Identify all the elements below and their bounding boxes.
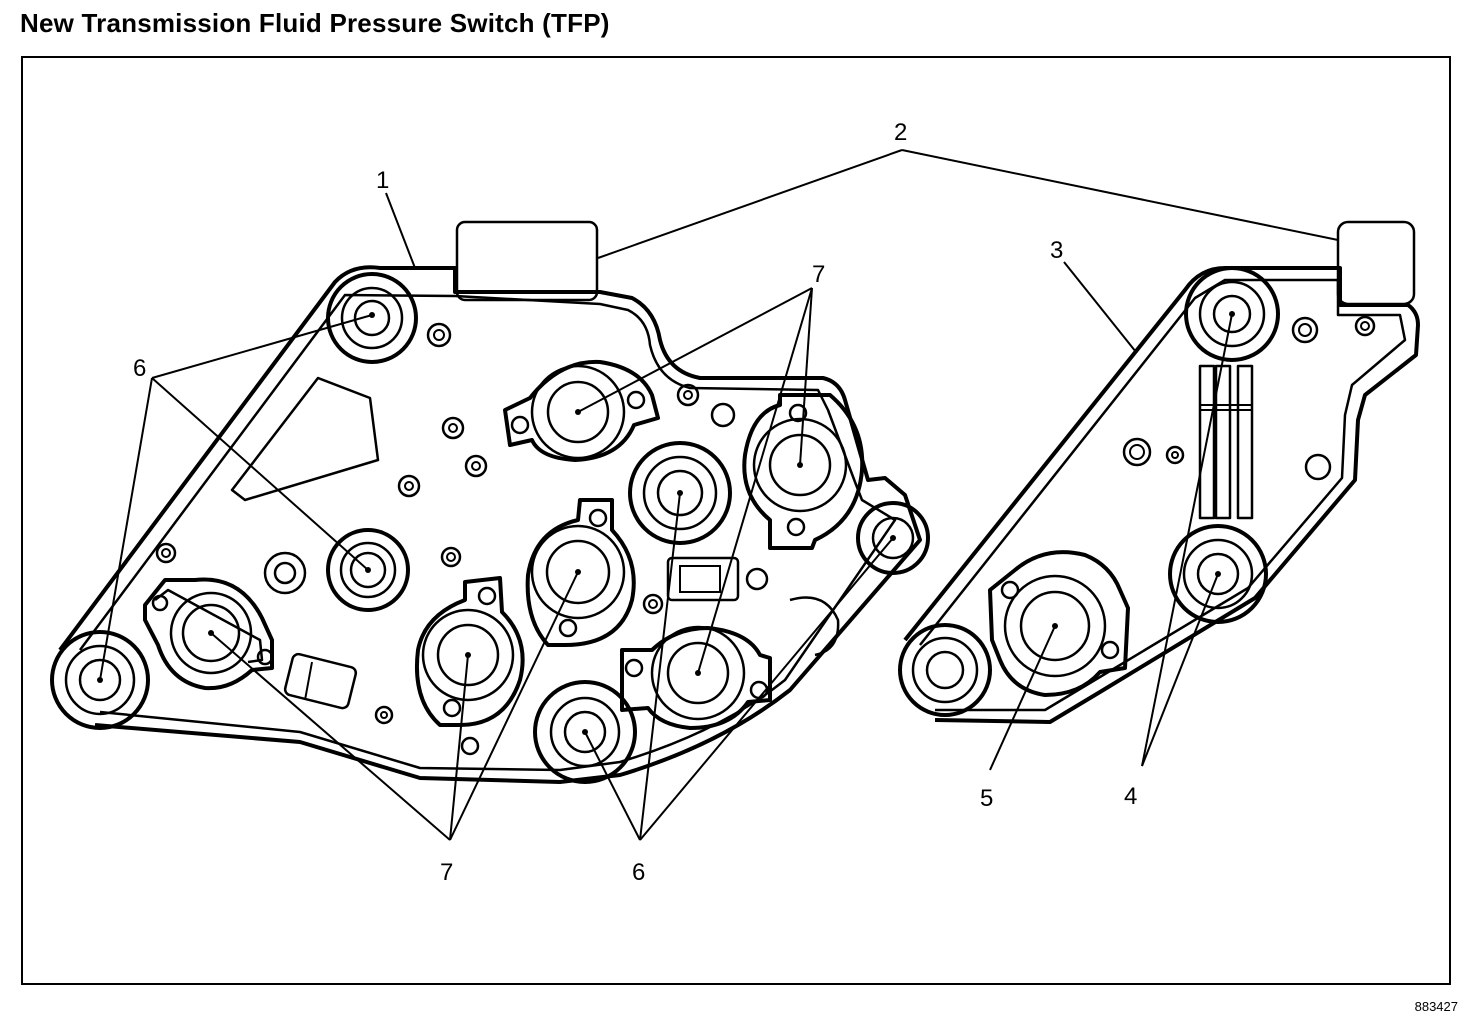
fluid-port-6 (856, 501, 930, 575)
callout-1: 1 (376, 167, 389, 194)
callout-7-lower: 7 (440, 859, 453, 886)
fluid-port-6 (326, 272, 418, 364)
fluid-port-plain (263, 551, 307, 595)
figure-id: 883427 (1414, 999, 1458, 1014)
callout-5: 5 (980, 785, 993, 812)
leader-dots (97, 311, 1235, 735)
pressure-switch-7 (503, 359, 660, 462)
slot (283, 652, 358, 710)
terminal-bars (1198, 364, 1254, 520)
fluid-port-4 (1168, 524, 1268, 624)
pressure-switch-7 (742, 393, 865, 550)
fluid-port-plain (898, 623, 992, 717)
callout-2: 2 (894, 119, 907, 146)
fluid-port-6 (628, 441, 732, 545)
callout-6-lower: 6 (632, 859, 645, 886)
callout-7-upper: 7 (812, 261, 825, 288)
rectangular-pocket (666, 556, 740, 602)
callout-4: 4 (1124, 783, 1137, 810)
pressure-switch-5 (988, 550, 1130, 697)
leader-lines (99, 149, 1339, 841)
callout-3: 3 (1050, 237, 1063, 264)
connector-tab (1336, 220, 1416, 306)
connector-tab (455, 220, 599, 302)
mounting-holes (155, 322, 769, 756)
pressure-switch-7 (143, 577, 274, 691)
pressure-switch-7 (414, 576, 525, 727)
pressure-switch-7 (525, 498, 636, 647)
callout-6-upper: 6 (133, 355, 146, 382)
fluid-port-6 (326, 528, 410, 612)
fluid-port-6 (50, 630, 150, 730)
page-title: New Transmission Fluid Pressure Switch (… (20, 8, 610, 38)
diagram-frame (21, 56, 1451, 985)
fluid-port-6 (533, 680, 637, 784)
small-tfp-switch-body (898, 220, 1420, 724)
pressure-switch-7 (620, 625, 772, 730)
large-tfp-switch-body (50, 220, 930, 784)
mounting-holes (1122, 315, 1376, 481)
fluid-port-4 (1184, 266, 1280, 362)
